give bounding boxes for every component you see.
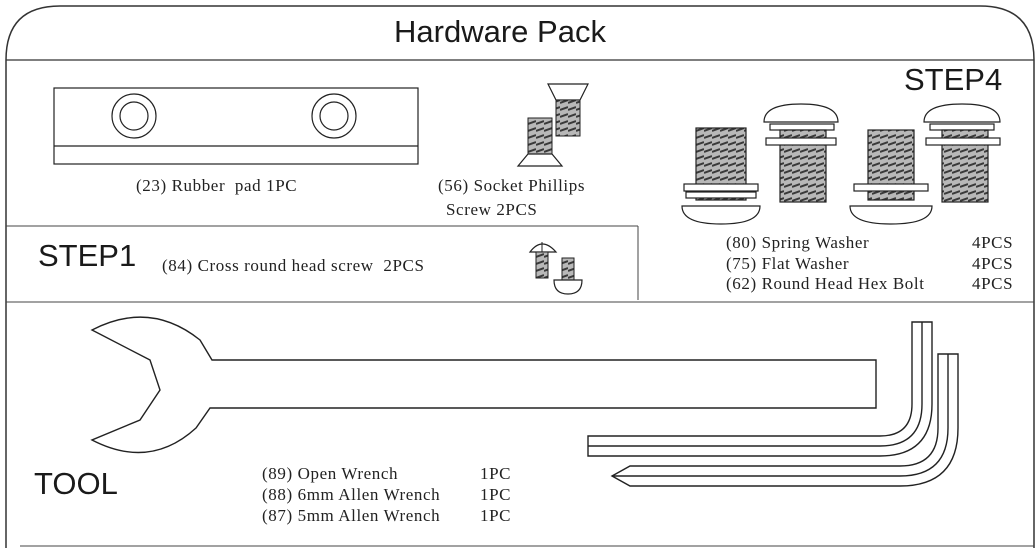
- item-name: 5mm Allen Wrench: [297, 506, 441, 525]
- open-wrench-icon: [90, 316, 877, 454]
- allen-wrench-icon: [587, 321, 959, 487]
- item-code: (89): [262, 464, 293, 483]
- item-name: Round Head Hex Bolt: [761, 274, 925, 293]
- step1-item: (84) Cross round head screw 2PCS: [162, 256, 425, 275]
- socket-screw-qty: Screw 2PCS: [446, 200, 538, 219]
- socket-screw-label: (56) Socket Phillips: [438, 176, 586, 195]
- item-qty: 4PCS: [972, 254, 1014, 273]
- list-item: (62) Round Head Hex Bolt: [726, 274, 925, 294]
- item-code: (75): [726, 254, 757, 273]
- item-qty: 4PCS: [972, 274, 1014, 293]
- item-code: (62): [726, 274, 757, 293]
- list-item: (88) 6mm Allen Wrench: [262, 485, 440, 505]
- list-item: (89) Open Wrench: [262, 464, 398, 484]
- page-title: Hardware Pack: [394, 14, 606, 49]
- step4-heading: STEP4: [904, 62, 1003, 97]
- item-name: Spring Washer: [761, 233, 870, 252]
- rubber-pad-label: (23) Rubber pad 1PC: [136, 176, 298, 195]
- tool-heading: TOOL: [34, 466, 118, 501]
- item-qty: 4PCS: [972, 233, 1014, 252]
- item-code: (87): [262, 506, 293, 525]
- item-name: 6mm Allen Wrench: [297, 485, 441, 504]
- step1-heading: STEP1: [38, 238, 137, 273]
- item-code: (80): [726, 233, 757, 252]
- list-item: (80) Spring Washer: [726, 233, 869, 253]
- item-name: Flat Washer: [761, 254, 850, 273]
- item-code: (88): [262, 485, 293, 504]
- item-qty: 1PC: [480, 464, 512, 483]
- item-name: Open Wrench: [297, 464, 399, 483]
- socket-screw-icon: [516, 83, 589, 167]
- list-item: (87) 5mm Allen Wrench: [262, 506, 440, 526]
- item-qty: 1PC: [480, 485, 512, 504]
- item-qty: 1PC: [480, 506, 512, 525]
- list-item: (75) Flat Washer: [726, 254, 849, 274]
- hex-bolt-icon: [681, 103, 1001, 225]
- rubber-pad-icon: [53, 87, 419, 165]
- cross-screw-icon: [528, 242, 583, 295]
